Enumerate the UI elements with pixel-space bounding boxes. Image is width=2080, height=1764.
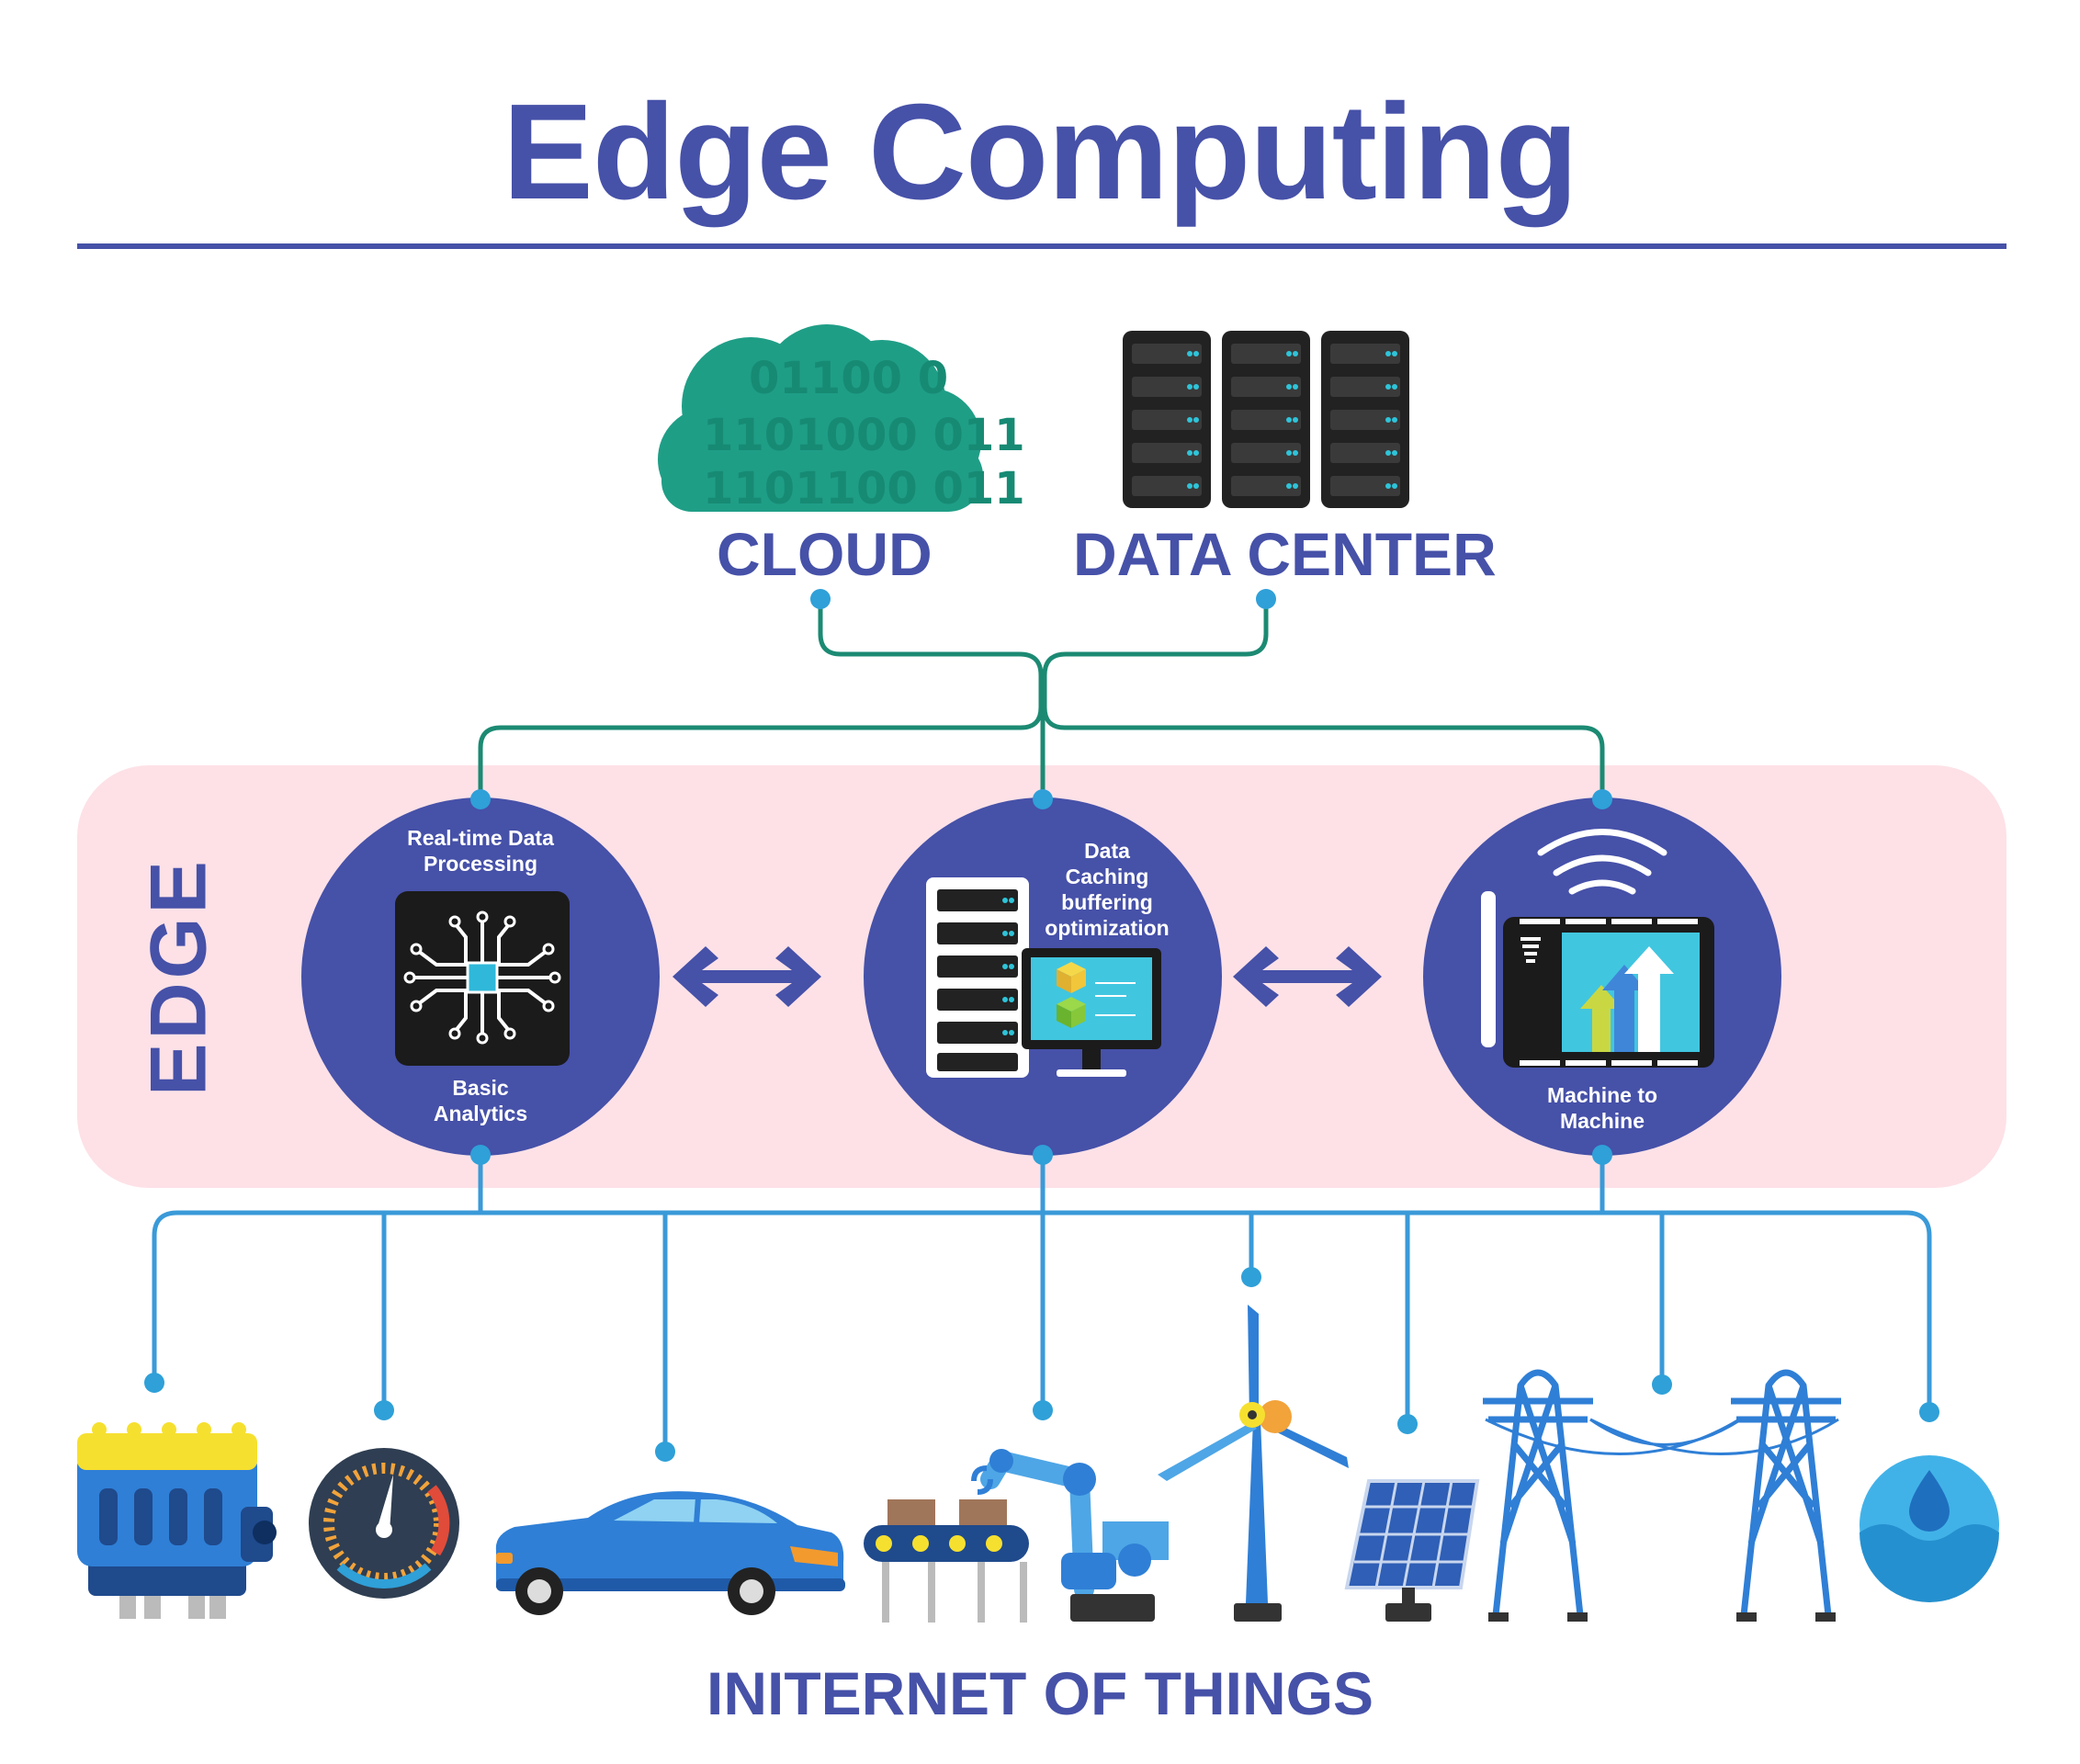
- top-connectors: [478, 599, 1605, 797]
- solar-panel-icon: [1344, 1479, 1480, 1622]
- datacenter-label: DATA CENTER: [1073, 520, 1497, 588]
- datacenter-connector-dot: [1256, 589, 1276, 609]
- server-monitor-icon: [926, 877, 1161, 1078]
- power-lines-icon: [1483, 1369, 1841, 1622]
- cloud-connector-dot: [810, 589, 831, 609]
- top-connector-dots: [810, 589, 1276, 609]
- robotic-assembly-line-icon: [864, 1449, 1169, 1623]
- double-arrow-icon: [673, 946, 821, 1007]
- wifi-icon: [1537, 829, 1667, 895]
- cloud-label: CLOUD: [717, 520, 933, 588]
- title-divider: [77, 243, 2007, 249]
- cloud-binary-text: 01100 0 1101000 011 1101100 011: [703, 353, 1025, 514]
- server-rack-1: [1123, 331, 1211, 508]
- node-processing-top-text: Real-time Data Processing: [407, 826, 554, 876]
- cloud-icon: 01100 0 1101000 011 1101100 011: [658, 324, 1025, 514]
- engine-icon: [77, 1422, 277, 1619]
- edge-node-dots: [470, 789, 1612, 1165]
- svg-text:1101000 011: 1101000 011: [703, 410, 1025, 461]
- svg-text:1101100 011: 1101100 011: [703, 463, 1025, 514]
- water-icon: [1860, 1455, 1999, 1602]
- page-title: Edge Computing: [503, 76, 1578, 228]
- iot-label: INITERNET OF THINGS: [707, 1659, 1373, 1727]
- node-caching-text: Data Caching buffering optimization: [1045, 839, 1170, 941]
- svg-text:01100 0: 01100 0: [749, 353, 948, 404]
- server-rack-3: [1321, 331, 1409, 508]
- double-arrow-icon: [1233, 946, 1382, 1007]
- node-processing-bottom-text: Basic Analytics: [433, 1076, 528, 1126]
- datacenter-server-racks: [1123, 331, 1409, 508]
- node-m2m-text: Machine to Machine: [1546, 1083, 1658, 1134]
- processor-chip-icon: [395, 891, 570, 1066]
- car-icon: [495, 1491, 845, 1615]
- speedometer-icon: [309, 1448, 459, 1599]
- server-rack-2: [1222, 331, 1310, 508]
- iot-connector-dots: [144, 1267, 1939, 1462]
- wind-turbine-icon: [1158, 1305, 1349, 1622]
- machine-tablet-icon: [1481, 829, 1714, 1068]
